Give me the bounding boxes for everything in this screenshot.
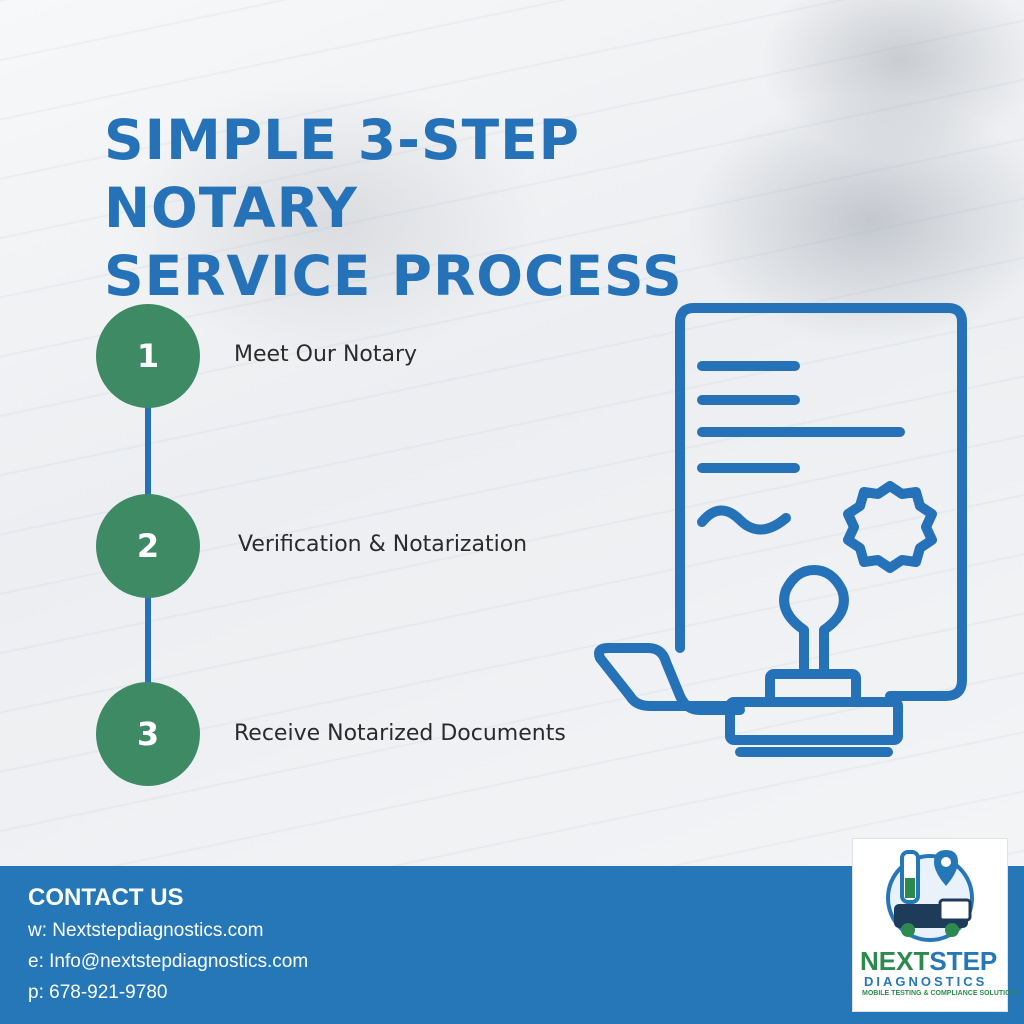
step-3-circle: 3 (96, 682, 200, 786)
page-title: SIMPLE 3-STEP NOTARY SERVICE PROCESS (104, 106, 824, 310)
logo-next: NEXT (860, 946, 930, 976)
contact-phone[interactable]: p: 678-921-9780 (28, 982, 168, 1003)
logo-step: STEP (929, 946, 998, 976)
logo-wordmark: NEXTSTEP (860, 946, 997, 977)
step-1-number: 1 (136, 337, 160, 375)
logo-emblem-icon (886, 850, 974, 942)
notary-document-stamp-icon (594, 303, 967, 757)
contact-website[interactable]: w: Nextstepdiagnostics.com (28, 920, 264, 941)
step-2-number: 2 (136, 527, 160, 565)
step-1-circle: 1 (96, 304, 200, 408)
step-3-number: 3 (136, 715, 160, 753)
step-3-label: Receive Notarized Documents (234, 721, 566, 746)
title-line-2: SERVICE PROCESS (104, 244, 683, 308)
logo-diagnostics: DIAGNOSTICS (864, 974, 988, 989)
step-2-circle: 2 (96, 494, 200, 598)
contact-email[interactable]: e: Info@nextstepdiagnostics.com (28, 951, 309, 972)
step-1-label: Meet Our Notary (234, 342, 418, 367)
contact-heading: CONTACT US (28, 884, 184, 911)
step-2-label: Verification & Notarization (238, 532, 528, 557)
logo-tagline: MOBILE TESTING & COMPLIANCE SOLUTION (862, 990, 1016, 997)
title-line-1: SIMPLE 3-STEP NOTARY (104, 108, 580, 240)
